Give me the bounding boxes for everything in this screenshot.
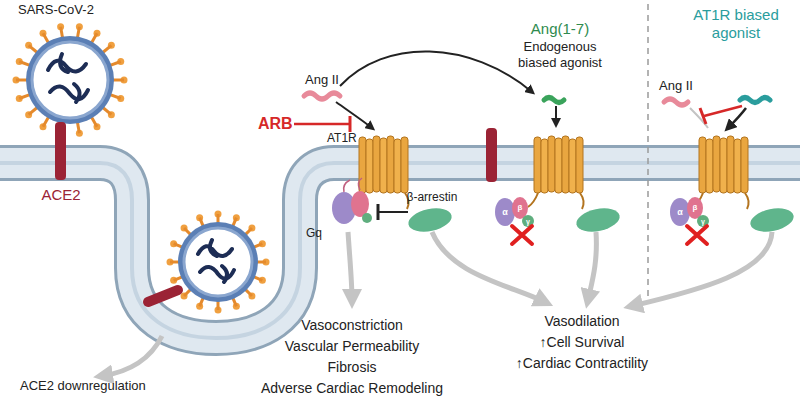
subunit-letter: γ <box>701 218 705 225</box>
outcome-text: ↑Cardiac Contractility <box>516 355 648 372</box>
outcome-text: Fibrosis <box>327 359 376 376</box>
outcome-text: ↑Cell Survival <box>540 334 625 351</box>
subunit-letter: γ <box>526 218 530 225</box>
protein-label: Gq <box>306 226 322 240</box>
ligand-label: Ang(1-7) <box>531 20 589 38</box>
subunit-letter: β <box>693 204 698 212</box>
receptor-label: ACE2 <box>41 186 80 204</box>
subunit-letter: α <box>677 208 683 217</box>
process-label: ACE2 downregulation <box>20 378 146 394</box>
outcome-text: Vascular Permeability <box>285 338 419 355</box>
ligand-note: Endogenous biased agonist <box>512 39 608 70</box>
ligand-label: AT1R biased agonist <box>681 6 791 42</box>
ligand-label: Ang II <box>305 72 339 88</box>
drug-label: ARB <box>258 114 293 133</box>
subunit-letter: β <box>518 204 523 212</box>
outcome-text: Adverse Cardiac Remodeling <box>261 380 443 397</box>
outcome-text: Vasodilation <box>544 313 619 330</box>
outcome-text: Vasoconstriction <box>301 317 403 334</box>
receptor-label: AT1R <box>327 131 357 145</box>
protein-label: β-arrestin <box>407 190 458 204</box>
subunit-letter: α <box>502 208 508 217</box>
virus-label: SARS-CoV-2 <box>18 2 94 18</box>
ligand-label: Ang II <box>659 78 693 94</box>
